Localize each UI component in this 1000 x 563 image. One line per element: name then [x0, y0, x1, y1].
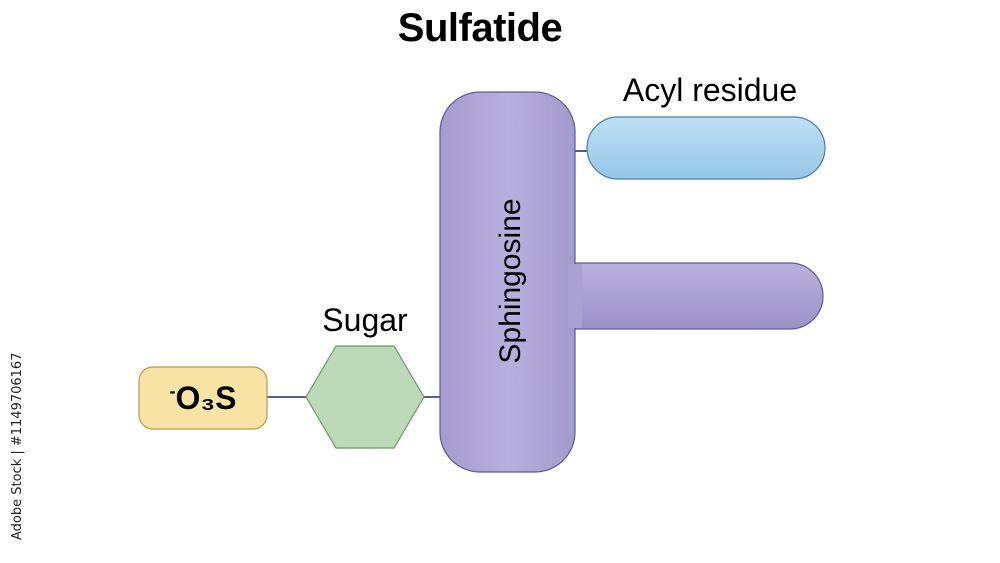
sphingosine-tail	[559, 262, 824, 330]
sulfate-charge: -	[169, 381, 175, 401]
sugar-hexagon	[305, 345, 425, 449]
diagram-title: Sulfatide	[397, 6, 563, 50]
stock-credit: Adobe Stock | #1149706167	[10, 352, 25, 540]
acyl-residue-label: Acyl residue	[623, 72, 797, 108]
sulfate-label: -O₃S	[169, 380, 236, 416]
sulfate-formula: O₃S	[175, 380, 236, 416]
sphingosine-label: Sphingosine	[494, 198, 527, 363]
acyl-residue-shape	[586, 116, 826, 180]
sugar-label: Sugar	[322, 302, 408, 338]
sulfate-box	[138, 366, 268, 430]
